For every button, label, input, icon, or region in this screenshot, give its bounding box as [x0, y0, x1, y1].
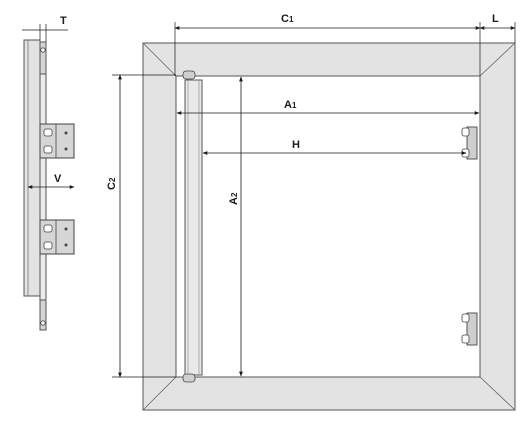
side-top-screw: [40, 47, 46, 53]
latch-top: [461, 126, 478, 160]
hinge-strip: [184, 79, 203, 376]
dim-c1-label: C1: [281, 13, 294, 25]
side-frame-profile: [23, 39, 41, 297]
hinge-knuckle-top: [182, 70, 196, 80]
side-upper-hinge: [39, 123, 75, 159]
hinge-knuckle-bottom: [182, 373, 196, 383]
door-panel: [175, 75, 481, 378]
bevel-tr: [479, 42, 516, 77]
bevel-tl: [142, 42, 177, 77]
dim-a1-label: A1: [284, 99, 297, 111]
bevel-bl: [142, 376, 177, 411]
side-top-tab: [39, 41, 47, 75]
dim-a2-label: A2: [228, 192, 240, 205]
bevel-br: [479, 376, 516, 411]
front-view: C1 L C2 A2 A1 H: [106, 13, 516, 411]
dim-l-label: L: [492, 13, 499, 25]
side-bottom-screw: [40, 320, 46, 326]
latch-bottom: [461, 312, 478, 346]
dim-c2-label: C2: [106, 177, 118, 190]
dim-t-label: T: [60, 15, 67, 27]
dim-h-label: H: [292, 139, 300, 151]
side-view: T V: [22, 15, 75, 331]
side-lower-hinge: [39, 219, 75, 255]
dim-v-label: V: [54, 173, 62, 185]
